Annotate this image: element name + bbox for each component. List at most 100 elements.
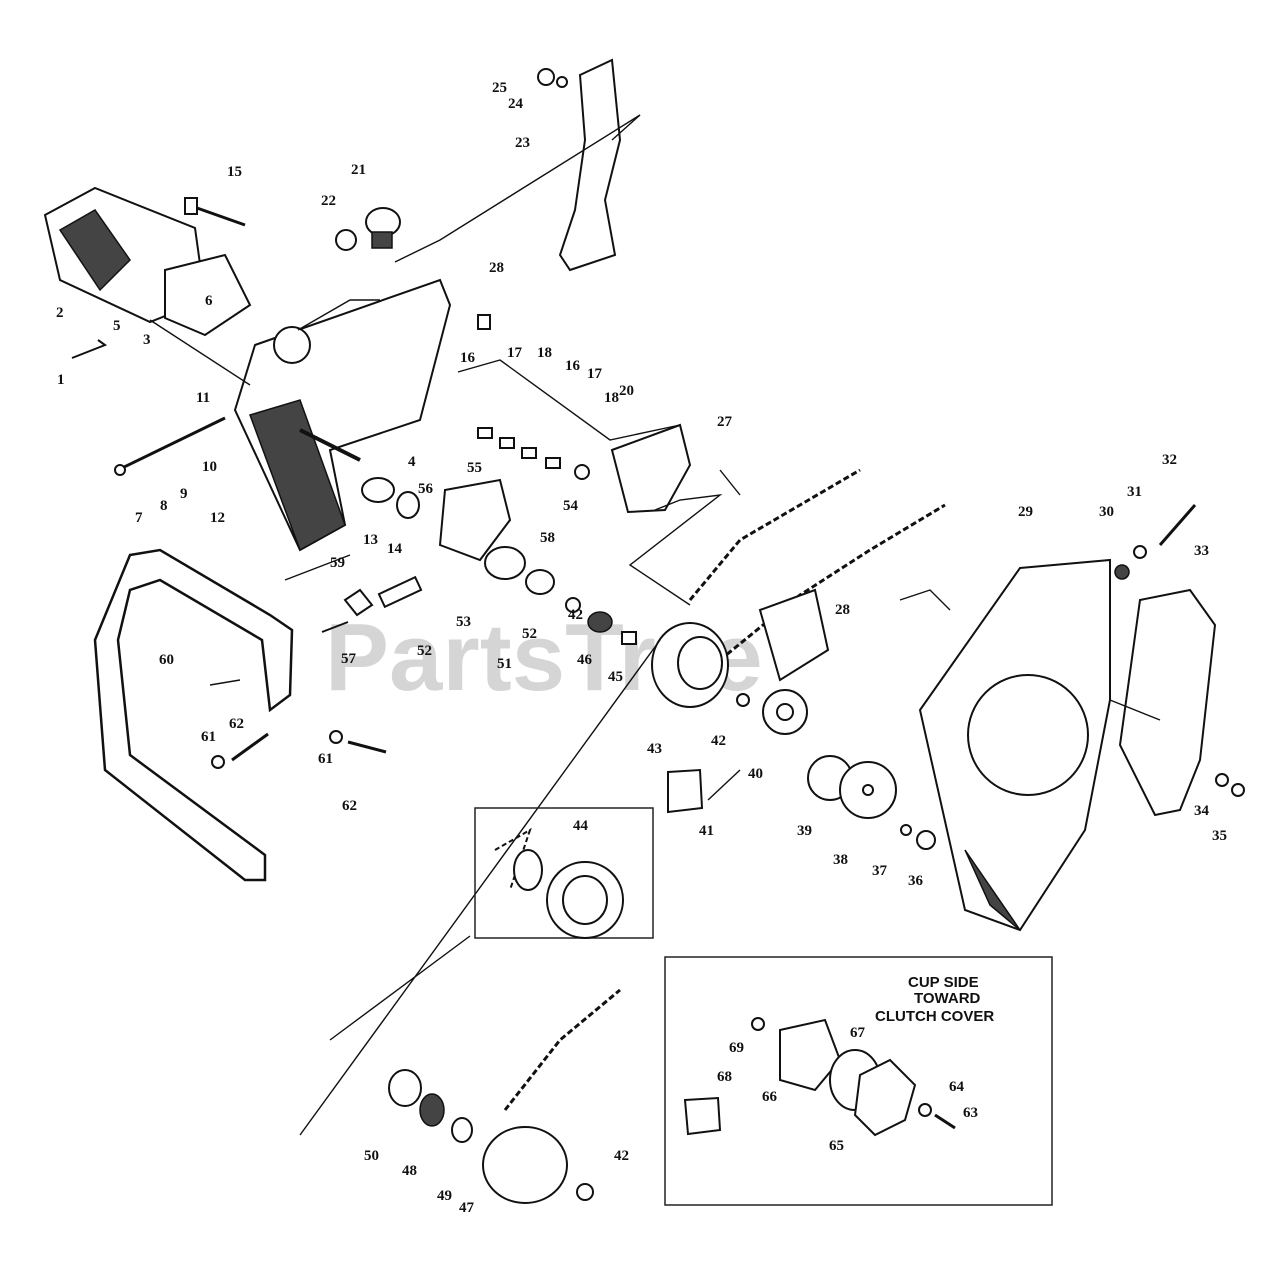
callout-label: 44 bbox=[573, 818, 589, 834]
callout-label: 45 bbox=[608, 669, 623, 685]
callout-label: 34 bbox=[1194, 803, 1210, 819]
callout-label: 2 bbox=[56, 305, 64, 321]
callout-label: 31 bbox=[1127, 484, 1142, 500]
callout-label: 53 bbox=[456, 614, 471, 630]
air-filter-housing bbox=[43, 186, 252, 337]
callout-label: 62 bbox=[342, 798, 357, 814]
inset-note-line1: CUP SIDE bbox=[908, 974, 979, 991]
callout-label: 40 bbox=[748, 766, 763, 782]
callout-label: 32 bbox=[1162, 452, 1177, 468]
callout-label: 67 bbox=[850, 1025, 866, 1041]
callout-label: 15 bbox=[227, 164, 242, 180]
callout-label: 62 bbox=[229, 716, 244, 732]
callout-label: 28 bbox=[835, 602, 850, 618]
callout-label: 37 bbox=[872, 863, 888, 879]
callout-label: 3 bbox=[143, 332, 151, 348]
clutch-rotor bbox=[667, 689, 808, 814]
callout-label: 50 bbox=[364, 1148, 379, 1164]
callout-label: 36 bbox=[908, 873, 924, 889]
callout-label: 17 bbox=[587, 366, 603, 382]
inset-cup-side-parts bbox=[683, 1017, 956, 1137]
handle-bolts bbox=[211, 730, 387, 769]
callout-label: 10 bbox=[202, 459, 217, 475]
cover-fasteners bbox=[1114, 504, 1197, 580]
clutch-drum bbox=[651, 622, 729, 708]
callout-label: 13 bbox=[363, 532, 378, 548]
callout-label: 56 bbox=[418, 481, 434, 497]
inset-note-line2: TOWARD bbox=[914, 990, 981, 1007]
callout-label: 33 bbox=[1194, 543, 1209, 559]
plate-28 bbox=[758, 588, 830, 682]
callout-label: 21 bbox=[351, 162, 366, 178]
callout-label: 30 bbox=[1099, 504, 1114, 520]
inset-note-line3: CLUTCH COVER bbox=[875, 1008, 994, 1025]
callout-label: 42 bbox=[614, 1148, 629, 1164]
callout-label: 68 bbox=[717, 1069, 732, 1085]
bumper-spike bbox=[537, 58, 622, 272]
callout-label: 18 bbox=[537, 345, 552, 361]
callout-label: 63 bbox=[963, 1105, 978, 1121]
callout-label: 14 bbox=[387, 541, 403, 557]
screw-1 bbox=[71, 339, 108, 359]
adjust-screw-assembly bbox=[114, 416, 226, 476]
callout-label: 16 bbox=[565, 358, 581, 374]
callout-label: 35 bbox=[1212, 828, 1227, 844]
callout-label: 17 bbox=[507, 345, 523, 361]
callout-label: 52 bbox=[522, 626, 537, 642]
callout-label: 20 bbox=[619, 383, 634, 399]
callout-label: 8 bbox=[160, 498, 168, 514]
callout-label: 61 bbox=[318, 751, 333, 767]
clutch-plate-parts bbox=[807, 755, 936, 850]
callout-label: 65 bbox=[829, 1138, 844, 1154]
callout-label: 47 bbox=[459, 1200, 475, 1216]
callout-label: 11 bbox=[196, 390, 210, 406]
inset-drum-parts bbox=[494, 827, 624, 939]
oil-cap bbox=[335, 207, 401, 251]
callout-label: 5 bbox=[113, 318, 121, 334]
callout-labels: 1 2 3 4 5 6 7 8 9 10 11 12 13 14 15 16 1… bbox=[56, 80, 1227, 1216]
callout-label: 57 bbox=[341, 651, 357, 667]
saw-chain bbox=[688, 468, 946, 662]
screw-26 bbox=[477, 314, 491, 330]
callout-label: 51 bbox=[497, 656, 512, 672]
oil-pump bbox=[438, 478, 526, 580]
callout-label: 41 bbox=[699, 823, 714, 839]
callout-label: 69 bbox=[729, 1040, 744, 1056]
bar-plate bbox=[610, 423, 692, 514]
callout-label: 64 bbox=[949, 1079, 965, 1095]
callout-label: 23 bbox=[515, 135, 530, 151]
callout-label: 18 bbox=[604, 390, 619, 406]
callout-label: 12 bbox=[210, 510, 225, 526]
bottom-clutch-parts bbox=[388, 988, 621, 1204]
worm-gear bbox=[321, 575, 423, 633]
leader-lines bbox=[149, 114, 1161, 1136]
callout-label: 61 bbox=[201, 729, 216, 745]
guard-nuts bbox=[1215, 773, 1245, 797]
clutch-drive-parts bbox=[525, 569, 637, 645]
callout-label: 46 bbox=[577, 652, 593, 668]
callout-label: 60 bbox=[159, 652, 174, 668]
bushing-13 bbox=[361, 477, 420, 519]
callout-label: 66 bbox=[762, 1089, 778, 1105]
callout-label: 49 bbox=[437, 1188, 452, 1204]
callout-label: 52 bbox=[417, 643, 432, 659]
callout-label: 24 bbox=[508, 96, 524, 112]
inset-cup-side bbox=[664, 956, 1053, 1206]
front-handle bbox=[93, 548, 294, 882]
callout-label: 16 bbox=[460, 350, 476, 366]
clutch-cover bbox=[918, 558, 1111, 932]
callout-label: 6 bbox=[205, 293, 213, 309]
callout-label: 25 bbox=[492, 80, 507, 96]
callout-label: 1 bbox=[57, 372, 65, 388]
callout-label: 29 bbox=[1018, 504, 1033, 520]
callout-label: 39 bbox=[797, 823, 812, 839]
callout-label: 54 bbox=[563, 498, 579, 514]
callout-label: 38 bbox=[833, 852, 848, 868]
crankcase bbox=[233, 278, 452, 552]
callout-label: 9 bbox=[180, 486, 188, 502]
callout-label: 48 bbox=[402, 1163, 417, 1179]
callout-label: 22 bbox=[321, 193, 336, 209]
inset-drum-detail bbox=[474, 807, 654, 939]
callout-label: 27 bbox=[717, 414, 733, 430]
